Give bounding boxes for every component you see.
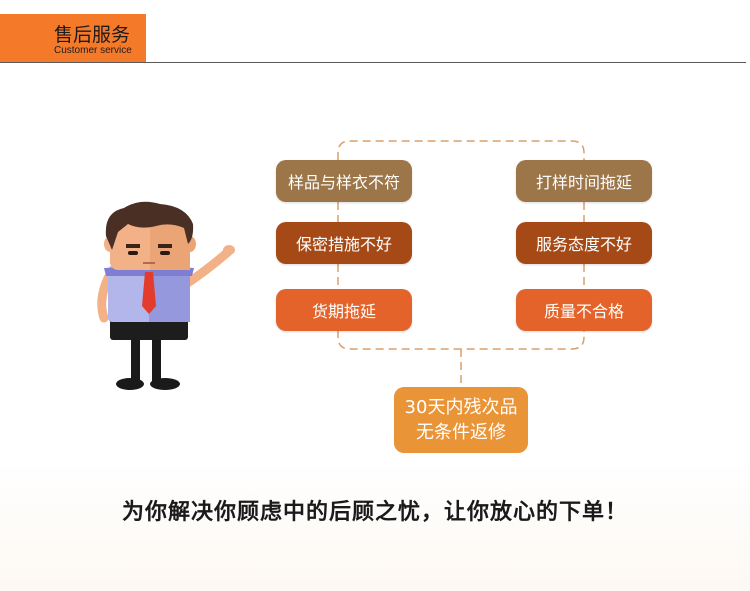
issue-poor-confidentiality: 保密措施不好	[276, 222, 412, 264]
header-divider	[0, 62, 746, 63]
issue-sampling-delay: 打样时间拖延	[516, 160, 652, 202]
section-title: 售后服务	[54, 24, 131, 46]
issue-poor-service-attitude: 服务态度不好	[516, 222, 652, 264]
promise-box: 30天内残次品 无条件返修	[394, 387, 528, 453]
issue-sample-mismatch: 样品与样衣不符	[276, 160, 412, 202]
slogan-text: 为你解决你顾虑中的后顾之忧，让你放心的下单！	[121, 500, 628, 525]
promise-line-1: 30天内残次品	[404, 397, 518, 418]
section-subtitle: Customer service	[54, 45, 132, 56]
promise-line-2: 无条件返修	[416, 422, 506, 443]
issue-quality-failure: 质量不合格	[516, 289, 652, 331]
header-tab: 售后服务 Customer service	[0, 14, 146, 63]
issue-delivery-delay: 货期拖延	[276, 289, 412, 331]
